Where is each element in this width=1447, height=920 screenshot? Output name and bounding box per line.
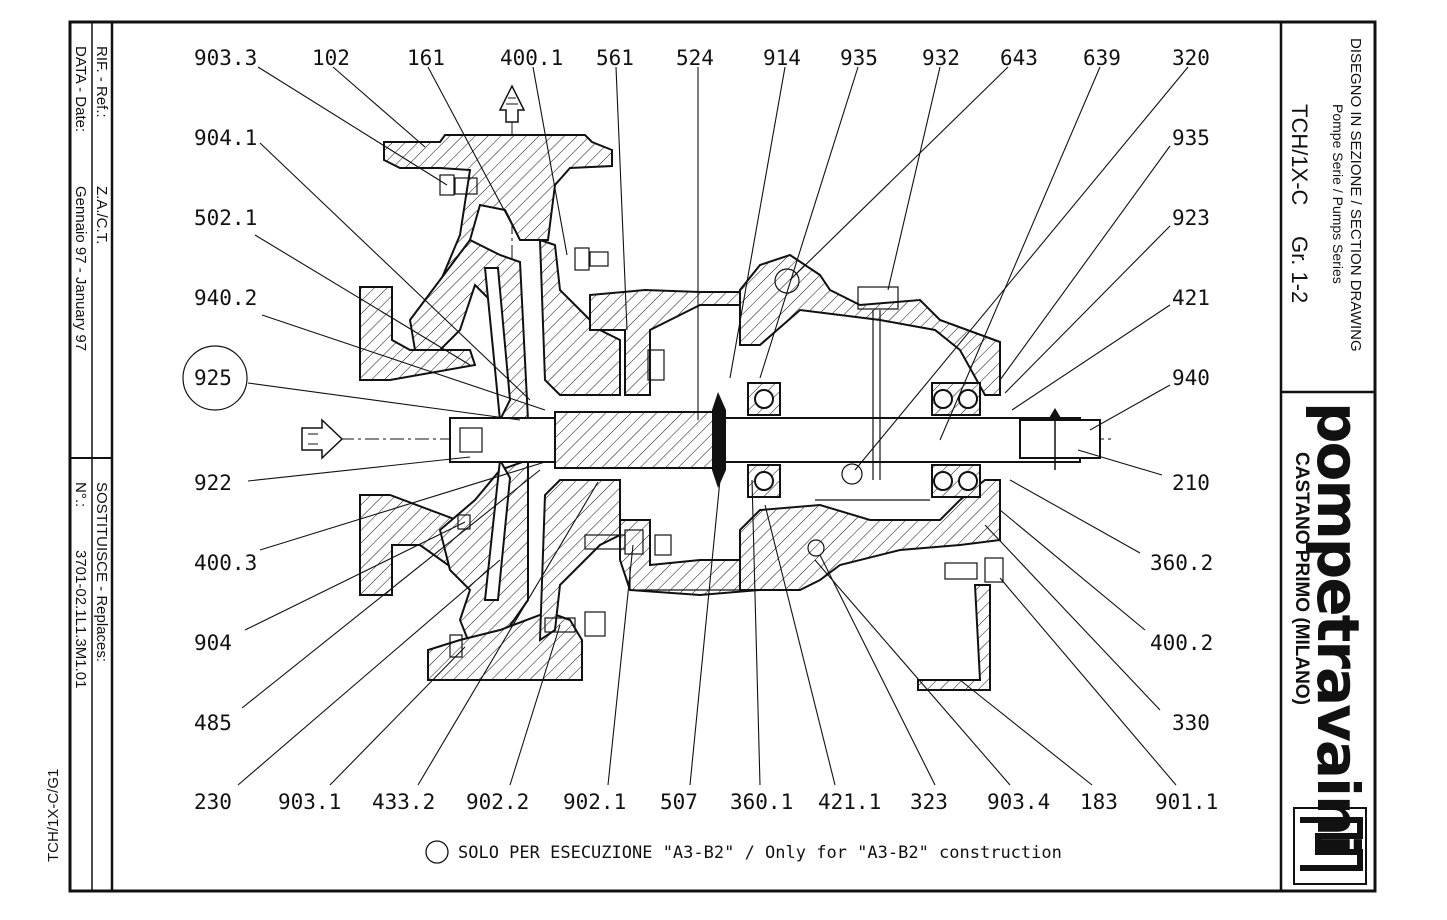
part-label: 922: [194, 471, 232, 495]
part-label: 904: [194, 631, 232, 655]
part-label: 320: [1172, 46, 1210, 70]
footnote: SOLO PER ESECUZIONE "A3-B2" / Only for "…: [425, 840, 1062, 864]
part-label: 360.2: [1150, 551, 1213, 575]
city-text: CASTANO PRIMO (MILANO): [1291, 452, 1312, 705]
part-label: 502.1: [194, 206, 257, 230]
rotation-arrow-icon: [1049, 408, 1061, 470]
part-label: 433.2: [372, 790, 435, 814]
part-label: 925: [194, 366, 232, 390]
date-label: DATA - Date:: [72, 46, 89, 132]
leader-lines: [237, 66, 1189, 786]
part-label: 643: [1000, 46, 1038, 70]
part-label: 400.1: [500, 46, 563, 70]
part-label: 639: [1083, 46, 1121, 70]
model-code: TCH/1X-C: [1287, 104, 1312, 206]
drawing-border: [68, 20, 1377, 893]
part-label: 330: [1172, 711, 1210, 735]
number-value: 3701-02.1L1.3M1.01: [72, 550, 89, 688]
part-label: 183: [1080, 790, 1118, 814]
part-label: 421.1: [818, 790, 881, 814]
part-label: 561: [596, 46, 634, 70]
date-value: Gennaio 97 - January 97: [72, 186, 89, 351]
optional-part-circle: [182, 345, 248, 411]
part-label: 524: [676, 46, 714, 70]
part-label: 903.4: [987, 790, 1050, 814]
ref-label: RIF. - Ref.:: [93, 46, 110, 118]
part-label: 400.2: [1150, 631, 1213, 655]
part-label: 932: [922, 46, 960, 70]
part-label: 903.1: [278, 790, 341, 814]
labels-bottom: 230 903.1 433.2 902.2 902.1 507 360.1 42…: [194, 790, 1218, 814]
part-label: 940: [1172, 366, 1210, 390]
part-label: 360.1: [730, 790, 793, 814]
footnote-text: SOLO PER ESECUZIONE "A3-B2" / Only for "…: [458, 843, 1062, 863]
title-line2: Pompe Serie / Pumps Series: [1330, 104, 1346, 284]
labels-left: 904.1 502.1 940.2 925 922 400.3 904 485: [182, 126, 257, 735]
replaces-label: SOSTITUISCE - Replaces:: [93, 482, 110, 662]
part-label: 935: [840, 46, 878, 70]
part-label: 507: [660, 790, 698, 814]
part-label: 903.3: [194, 46, 257, 70]
group-code: Gr. 1-2: [1287, 236, 1312, 303]
part-label: 210: [1172, 471, 1210, 495]
pump-section-illustration: [301, 84, 1115, 691]
part-label: 935: [1172, 126, 1210, 150]
part-label: 901.1: [1155, 790, 1218, 814]
labels-right: 935 923 421 940 210 360.2 400.2 330: [1150, 126, 1213, 735]
small-code: TCH/1X-C/G1: [45, 769, 62, 862]
number-label: N°.:: [72, 482, 89, 507]
footnote-circle-icon: [425, 840, 449, 864]
part-label: 230: [194, 790, 232, 814]
part-label: 902.2: [466, 790, 529, 814]
brand-logo-text: pompetravaini: [1304, 402, 1372, 852]
part-label: 323: [910, 790, 948, 814]
part-label: 923: [1172, 206, 1210, 230]
part-label: 904.1: [194, 126, 257, 150]
suction-arrow-icon: [301, 418, 344, 460]
part-label: 902.1: [563, 790, 626, 814]
part-label: 485: [194, 711, 232, 735]
ref-value: Z.A./C.T.: [93, 186, 110, 244]
part-label: 161: [407, 46, 445, 70]
company-logo-icon: [1293, 807, 1367, 885]
part-label: 102: [312, 46, 350, 70]
title-block: DISEGNO IN SEZIONE / SECTION DRAWING Pom…: [1287, 38, 1372, 885]
labels-top: 903.3 102 161 400.1 561 524 914 935 932 …: [194, 46, 1210, 70]
part-label: 914: [763, 46, 801, 70]
part-label: 400.3: [194, 551, 257, 575]
discharge-arrow-icon: [498, 84, 526, 123]
part-label: 940.2: [194, 286, 257, 310]
title-line1: DISEGNO IN SEZIONE / SECTION DRAWING: [1347, 38, 1364, 352]
side-panel: RIF. - Ref.: Z.A./C.T. DATA - Date: Genn…: [45, 46, 110, 862]
part-label: 421: [1172, 286, 1210, 310]
